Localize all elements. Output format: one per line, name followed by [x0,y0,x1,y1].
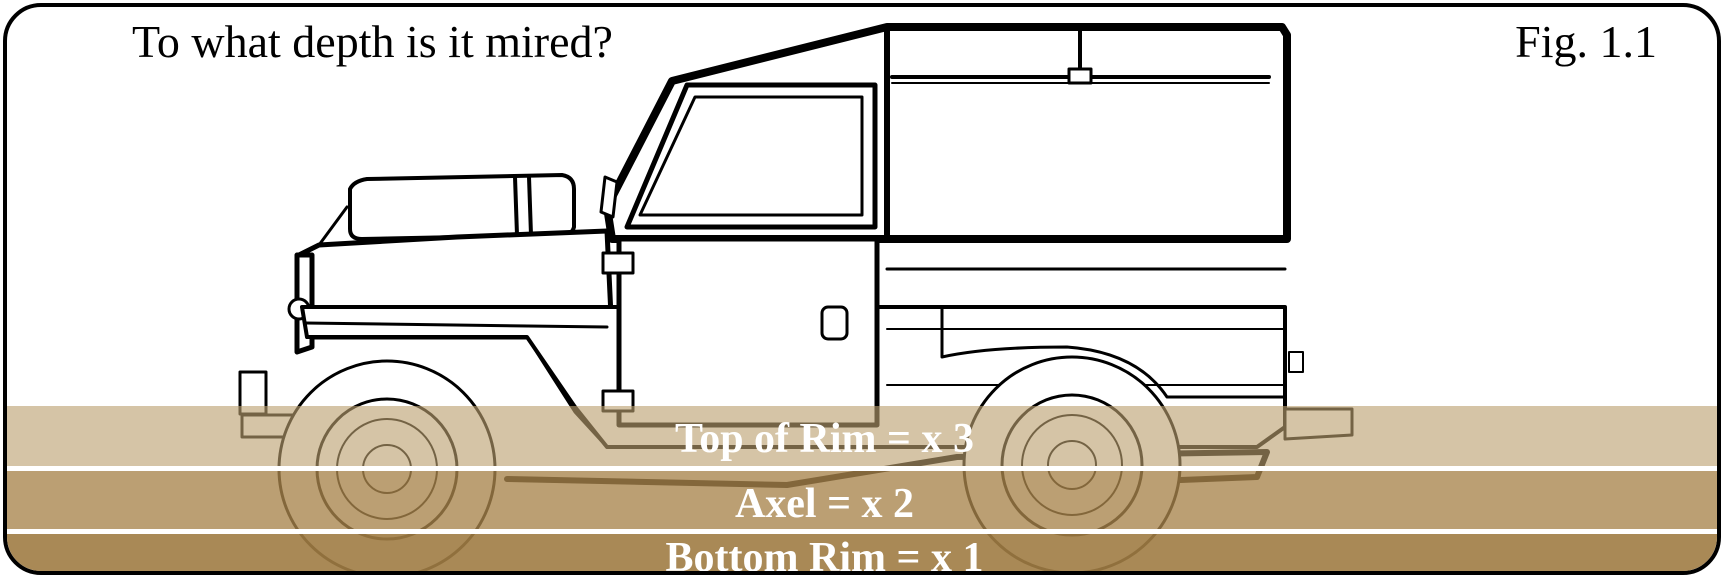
level-label-axel: Axel = x 2 [734,481,915,527]
figure-label: Fig. 1.1 [1515,16,1657,67]
land-rover-illustration [238,23,1354,571]
band-divider [7,466,1717,471]
depth-band-top-of-rim [7,406,1717,466]
depth-band-bottom-rim [7,534,1717,571]
diagram-frame: To what depth is it mired? Fig. 1.1 Top … [3,3,1721,575]
band-divider [7,529,1717,534]
page-title: To what depth is it mired? [132,16,613,67]
depth-band-axel [7,471,1717,529]
level-label-bottom-rim: Bottom Rim = x 1 [665,535,984,575]
level-label-top-of-rim: Top of Rim = x 3 [675,416,974,462]
